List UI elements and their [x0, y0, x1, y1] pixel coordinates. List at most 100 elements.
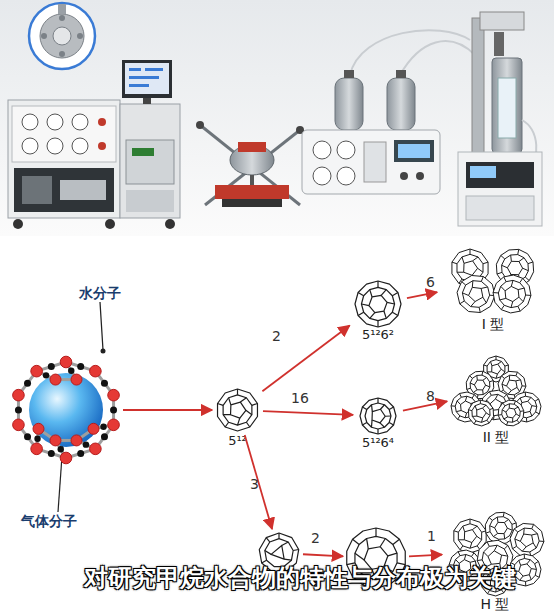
arrow-connector [409, 555, 442, 557]
water-molecule [83, 441, 89, 447]
cage-outline [467, 388, 471, 389]
cage-outline [474, 380, 485, 390]
cage-outline [464, 530, 476, 543]
count-number: 8 [426, 388, 435, 404]
cage-outline [218, 389, 258, 431]
cage-outline [483, 297, 486, 303]
cage-outline [536, 412, 540, 414]
water-molecule [77, 363, 84, 370]
cage-outline [511, 280, 513, 286]
reactor-stand [480, 12, 524, 30]
cage-outline [496, 356, 497, 360]
cage-outline [262, 560, 267, 563]
cage-outline [539, 541, 544, 542]
cage-outline [358, 293, 364, 296]
cage-outline [473, 257, 478, 261]
cage-outline [509, 404, 510, 408]
cage-outline [531, 568, 536, 570]
cage-outline [477, 408, 486, 418]
cage-outline [355, 281, 401, 327]
cage-outline [501, 305, 504, 309]
cage-outline [468, 409, 472, 411]
cage-outline [384, 311, 386, 318]
cage-outline [496, 374, 497, 378]
test-cabinet [125, 63, 169, 94]
cage-outline [528, 397, 531, 401]
cage-outline [377, 321, 378, 327]
cage-outline [535, 399, 539, 401]
gas-panel [302, 30, 475, 194]
cage-outline [392, 293, 398, 296]
cage-outline [380, 539, 385, 547]
cage-outline [518, 249, 519, 254]
water-molecule [77, 450, 84, 457]
test-cabinet [8, 100, 120, 218]
inset-circle [40, 14, 84, 58]
inset-circle [29, 3, 95, 69]
arrow-connector [303, 554, 343, 556]
test-cabinet [126, 190, 174, 212]
cage-outline [371, 405, 373, 412]
gas-panel [313, 167, 331, 185]
cage-outline [494, 545, 497, 551]
test-cabinet [129, 68, 141, 71]
water-molecule [108, 419, 120, 431]
pressure-cell [222, 199, 282, 207]
cage-outline [238, 418, 240, 425]
cage-outline [520, 576, 523, 580]
water-molecule [101, 380, 108, 387]
cage-outline [517, 387, 520, 391]
gas-panel [400, 41, 475, 75]
cage-outline [387, 302, 394, 304]
cage-outline [490, 517, 513, 540]
cage-outline [355, 281, 401, 327]
cage-outline [487, 371, 492, 372]
cage-outline [502, 404, 520, 422]
gas-panel [416, 172, 424, 180]
water-molecule [48, 450, 55, 457]
reactor-stand [470, 166, 496, 178]
cage-outline [498, 414, 502, 416]
equipment-photo [0, 0, 554, 236]
cage-drawing [440, 248, 545, 314]
cage-outline [460, 393, 462, 397]
cage-outline [507, 261, 522, 274]
cage-outline [530, 411, 532, 416]
arrow-connector [263, 411, 353, 415]
equipment-photo [0, 0, 554, 236]
cage-outline [472, 281, 474, 288]
cage-outline [513, 558, 536, 581]
count-number: 1 [427, 528, 436, 544]
cage-outline [456, 410, 461, 411]
test-cabinet [22, 114, 38, 130]
cage-outline [504, 417, 508, 419]
cage-outline [462, 293, 468, 296]
cage-outline [495, 522, 508, 533]
cage-outline [514, 407, 518, 409]
gas-panel [337, 167, 355, 185]
cage-node: 5¹² [215, 388, 260, 432]
cage-outline [476, 375, 478, 380]
cage-outline [492, 364, 502, 374]
count-number: 6 [426, 274, 435, 290]
water-molecule [13, 389, 25, 401]
cage-outline [516, 372, 518, 376]
test-cabinet [12, 106, 116, 162]
cage-label: 5¹²6² [342, 328, 414, 343]
cage-outline [479, 307, 480, 312]
cage-outline [480, 400, 481, 404]
water-molecule [110, 407, 117, 414]
cage-outline [282, 542, 289, 546]
pressure-cell [196, 121, 204, 129]
pressure-cell [238, 142, 266, 152]
reactor-stand [466, 196, 534, 220]
pressure-cell [250, 175, 254, 185]
cage-outline [495, 394, 497, 399]
cage-outline [353, 539, 360, 544]
water-molecule [48, 363, 55, 370]
cage-outline [464, 261, 478, 275]
count-number: 2 [272, 328, 281, 344]
cage-outline [380, 405, 384, 409]
subtitle-caption: 对研究甲烷水合物的特性与分布极为关键 [40, 562, 554, 594]
